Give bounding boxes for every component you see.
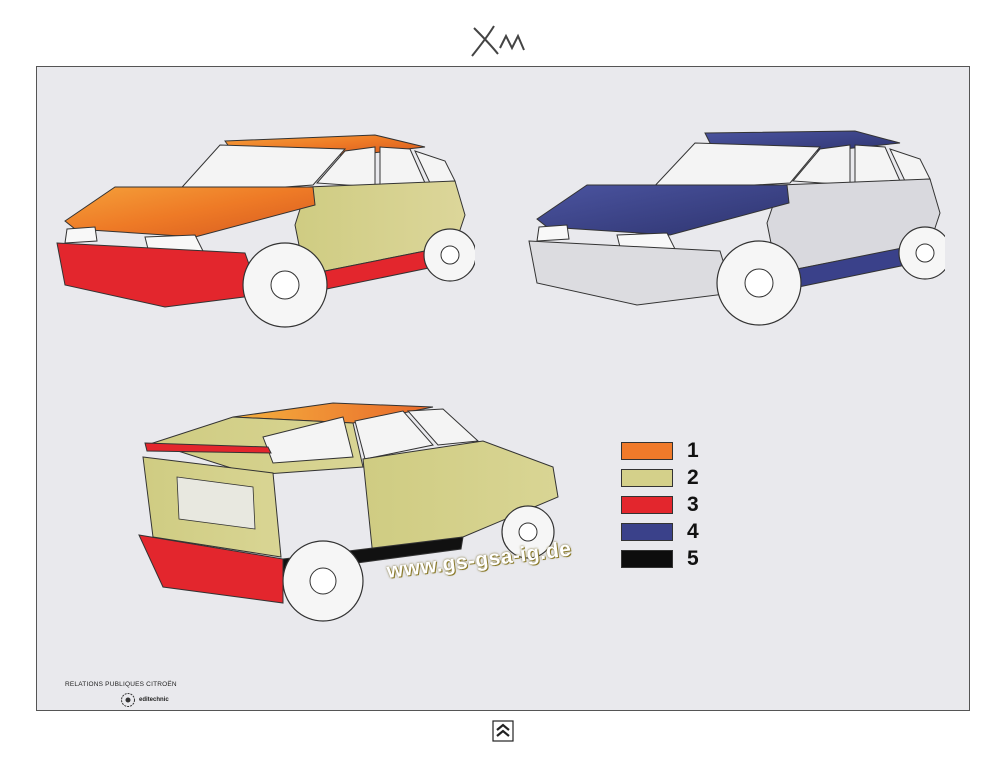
footer-credit: Relations Publiques Citroën xyxy=(65,681,177,688)
legend-item: 1 xyxy=(621,437,699,464)
legend-number: 4 xyxy=(687,520,699,543)
legend-number: 2 xyxy=(687,466,699,489)
legend-swatch-2 xyxy=(621,468,673,487)
color-legend: 1 2 3 4 5 xyxy=(621,437,699,572)
legend-swatch-3 xyxy=(621,495,673,514)
citroen-chevrons-icon xyxy=(492,720,514,742)
legend-number: 1 xyxy=(687,439,699,462)
footer-brand: editechnic xyxy=(120,692,169,708)
legend-swatch-4 xyxy=(621,522,673,541)
car-front-view-blue xyxy=(528,130,945,326)
xm-logo-icon: XM xyxy=(471,25,525,61)
legend-number: 5 xyxy=(687,547,699,570)
car-front-view-colored xyxy=(56,134,475,328)
editechnic-logo-icon xyxy=(121,693,135,707)
legend-swatch-1 xyxy=(621,441,673,460)
legend-swatch-5 xyxy=(621,549,673,568)
legend-item: 5 xyxy=(621,545,699,572)
car-rear-view-colored xyxy=(138,402,559,622)
illustration-panel: www.gs-gsa-ig.de 1 2 3 4 5 xyxy=(36,66,970,711)
svg-text:XM: XM xyxy=(502,59,504,61)
legend-item: 3 xyxy=(621,491,699,518)
legend-item: 2 xyxy=(621,464,699,491)
legend-number: 3 xyxy=(687,493,699,516)
legend-item: 4 xyxy=(621,518,699,545)
footer-brand-text: editechnic xyxy=(139,697,169,703)
